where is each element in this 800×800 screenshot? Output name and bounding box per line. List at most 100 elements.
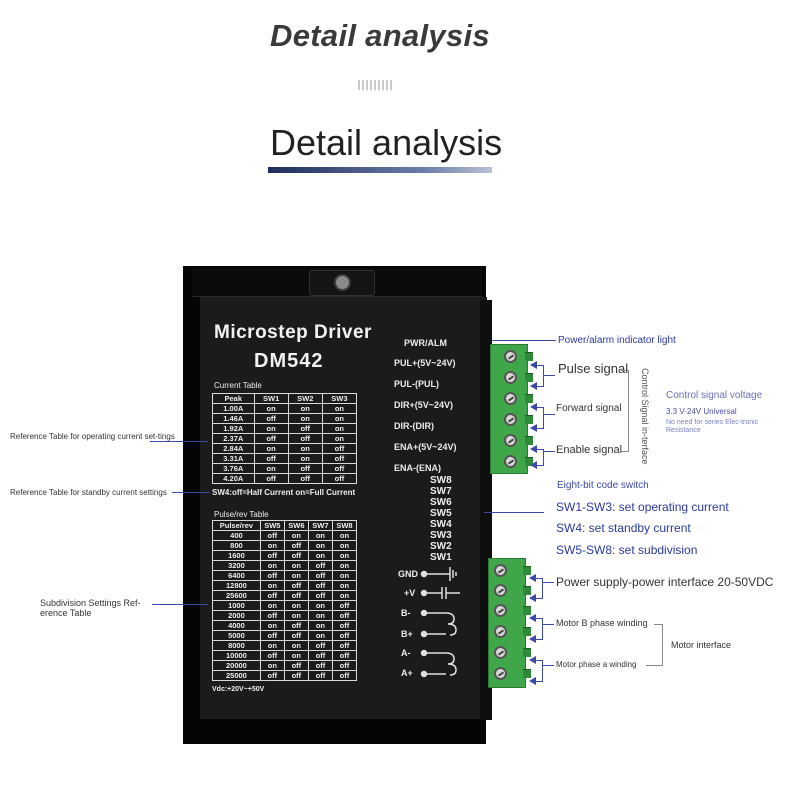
leader-line [542, 618, 543, 640]
table-cell: 4000 [212, 620, 261, 631]
table-cell: on [331, 530, 358, 541]
annotation-sw1-sw3: SW1-SW3: set operating current [556, 500, 729, 514]
leader-line [543, 451, 555, 452]
terminal-label: ENA+(5V~24V) [394, 442, 457, 452]
table-cell: on [331, 560, 358, 571]
leader-line [542, 665, 554, 666]
leader-line [543, 365, 544, 387]
table-cell: 8000 [212, 640, 261, 651]
terminal-label: PUL+(5V~24V) [394, 358, 456, 368]
table-cell: off [331, 640, 358, 651]
table-cell: on [259, 540, 285, 551]
schematic-symbols [420, 567, 460, 678]
arrow-icon [530, 461, 537, 469]
annotation-pulse-signal: Pulse signal [558, 361, 629, 376]
table-cell: off [287, 423, 323, 434]
table-cell: on [321, 423, 358, 434]
leader-line [172, 492, 210, 493]
table-cell: on [287, 403, 323, 414]
control-connector [490, 344, 528, 474]
table-cell: on [321, 413, 358, 424]
switch-label: SW2 [430, 541, 452, 552]
terminal-screw-icon[interactable] [504, 350, 517, 363]
terminal-screw-icon[interactable] [494, 646, 507, 659]
table-cell: off [321, 473, 358, 484]
leader-line [543, 375, 555, 376]
leader-line [536, 660, 542, 661]
table-header: SW1 [253, 393, 289, 404]
terminal-screw-icon[interactable] [504, 392, 517, 405]
connector-pin [525, 415, 533, 424]
table-cell: off [259, 650, 285, 661]
arrow-icon [529, 656, 536, 664]
terminal-screw-icon[interactable] [504, 413, 517, 426]
sw4-note: SW4:off=Half Current on=Full Current [212, 488, 356, 497]
table-cell: on [259, 620, 285, 631]
leader-line [536, 598, 542, 599]
table-cell: off [287, 473, 323, 484]
table-cell: on [253, 403, 289, 414]
terminal-screw-icon[interactable] [504, 455, 517, 468]
table-cell: 6400 [212, 570, 261, 581]
table-cell: 25600 [212, 590, 261, 601]
table-header: SW3 [321, 393, 358, 404]
table-cell: off [321, 453, 358, 464]
terminal-label: DIR+(5V~24V) [394, 400, 454, 410]
table-cell: on [253, 423, 289, 434]
table-cell: off [331, 670, 358, 681]
table-cell: 3200 [212, 560, 261, 571]
table-cell: on [283, 610, 309, 621]
table-cell: off [259, 590, 285, 601]
annotation-control-voltage-note: No need for series Elec-tronic Resistanc… [666, 419, 759, 434]
terminal-screw-icon[interactable] [504, 371, 517, 384]
leader-line [536, 578, 542, 579]
annotation-forward-signal: Forward signal [556, 403, 622, 414]
table-cell: off [307, 580, 333, 591]
table-cell: on [253, 463, 289, 474]
table-cell: off [259, 610, 285, 621]
terminal-screw-icon[interactable] [494, 667, 507, 680]
leader-line [543, 407, 544, 429]
annotation-enable-signal: Enable signal [556, 444, 623, 456]
connector-pin [523, 648, 531, 657]
bracket-line [654, 624, 662, 625]
terminal-screw-icon[interactable] [494, 604, 507, 617]
table-cell: off [253, 473, 289, 484]
annotation-sw5-sw8: SW5-SW8: set subdivision [556, 543, 698, 557]
arrow-icon [530, 424, 537, 432]
table-cell: on [259, 600, 285, 611]
bracket-line [621, 451, 628, 452]
terminal-screw-icon[interactable] [494, 564, 507, 577]
table-cell: off [307, 560, 333, 571]
arrow-icon [529, 614, 536, 622]
table-cell: on [331, 550, 358, 561]
arrow-icon [530, 382, 537, 390]
terminal-screw-icon[interactable] [494, 625, 507, 638]
screw-icon [334, 274, 351, 291]
terminal-screw-icon[interactable] [494, 584, 507, 597]
table-cell: off [259, 670, 285, 681]
leader-line [536, 618, 542, 619]
title-underline [268, 167, 492, 173]
bracket-line [621, 370, 628, 371]
table-cell: off [283, 540, 309, 551]
table-cell: 1600 [212, 550, 261, 561]
table-cell: on [283, 570, 309, 581]
annotation-supply: Power supply-power interface 20-50VDC [556, 575, 774, 589]
table-cell: 3.76A [212, 463, 255, 474]
table-header: SW7 [307, 520, 333, 531]
terminal-screw-icon[interactable] [504, 434, 517, 447]
table-cell: on [259, 580, 285, 591]
table-cell: off [253, 433, 289, 444]
table-cell: 25000 [212, 670, 261, 681]
table-cell: off [307, 640, 333, 651]
